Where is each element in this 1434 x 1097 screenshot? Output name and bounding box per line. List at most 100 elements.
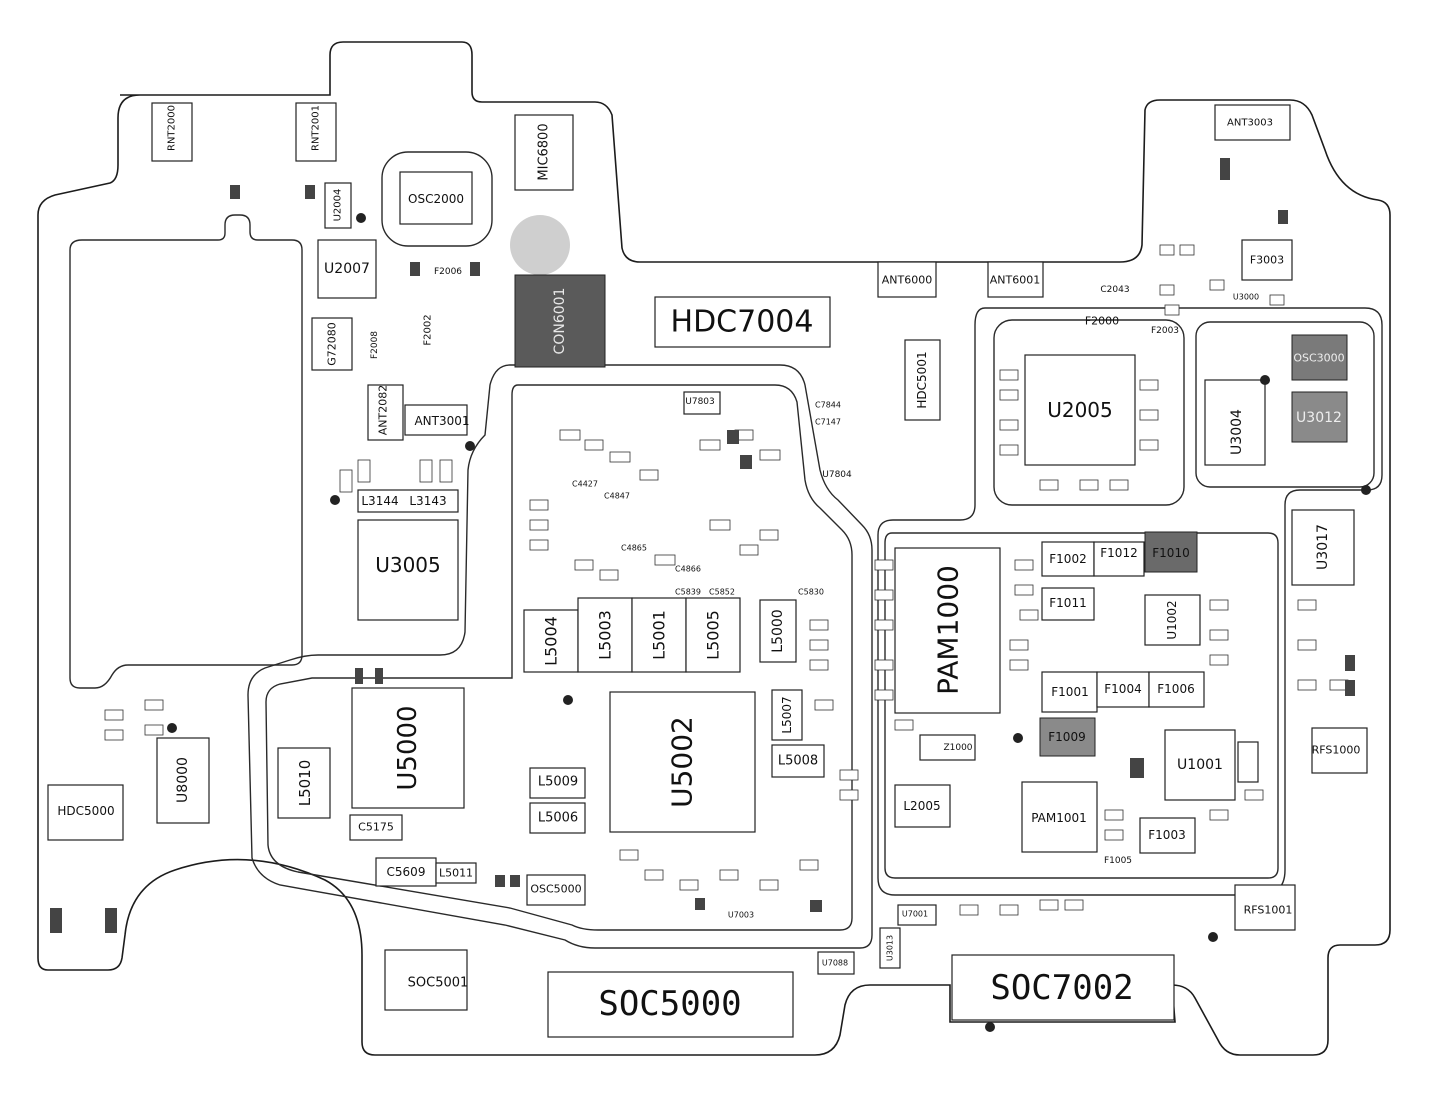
label-u2005: U2005 xyxy=(1047,398,1113,422)
label-l3143: L3143 xyxy=(409,494,446,508)
label-f1005: F1005 xyxy=(1104,856,1132,866)
label-l5001: L5001 xyxy=(650,610,669,660)
label-osc2000: OSC2000 xyxy=(408,192,464,206)
label-ant2082: ANT2082 xyxy=(377,385,390,435)
small-passives xyxy=(104,244,1349,916)
label-c5852: C5852 xyxy=(709,588,735,597)
label-rfs1001: RFS1001 xyxy=(1244,904,1293,917)
label-l5007: L5007 xyxy=(780,696,794,733)
label-u1002: U1002 xyxy=(1165,600,1179,639)
label-f2000: F2000 xyxy=(1085,315,1119,328)
f1010-block xyxy=(1144,531,1198,573)
label-l5005: L5005 xyxy=(704,610,723,660)
label-con6001: CON6001 xyxy=(552,288,568,355)
label-u7804: U7804 xyxy=(822,470,852,480)
label-u3017: U3017 xyxy=(1315,524,1331,570)
label-l5003: L5003 xyxy=(596,610,615,660)
label-f2008: F2008 xyxy=(370,331,380,359)
label-f1004: F1004 xyxy=(1104,682,1141,696)
label-z1000: Z1000 xyxy=(943,743,972,753)
label-rnt2000: RNT2000 xyxy=(167,105,178,151)
shield-u2005 xyxy=(993,319,1185,506)
label-l5008: L5008 xyxy=(778,754,818,769)
con6001-block xyxy=(514,274,606,368)
label-soc5001: SOC5001 xyxy=(408,976,469,991)
label-c4427: C4427 xyxy=(572,480,598,489)
label-c4866: C4866 xyxy=(675,565,701,574)
label-f1001: F1001 xyxy=(1051,685,1088,699)
label-c7147: C7147 xyxy=(815,418,841,427)
label-osc3000: OSC3000 xyxy=(1293,352,1344,365)
label-f1002: F1002 xyxy=(1049,552,1086,566)
u3012-block xyxy=(1291,391,1348,443)
label-soc5000: SOC5000 xyxy=(598,984,741,1024)
f1009-block xyxy=(1039,717,1096,757)
label-u2004: U2004 xyxy=(333,189,344,222)
component-outlines xyxy=(47,102,1368,1038)
label-u7088: U7088 xyxy=(822,959,848,968)
label-ant6001: ANT6001 xyxy=(990,274,1040,287)
label-u3000: U3000 xyxy=(1233,293,1259,302)
label-f1011: F1011 xyxy=(1049,596,1086,610)
shield-left xyxy=(69,214,303,689)
label-f3003: F3003 xyxy=(1250,254,1284,267)
label-ant3003: ANT3003 xyxy=(1227,118,1273,129)
label-u3004: U3004 xyxy=(1229,409,1245,455)
label-f1010: F1010 xyxy=(1152,546,1189,560)
shield-lower-right xyxy=(884,532,1279,879)
label-soc7002: SOC7002 xyxy=(990,968,1133,1008)
label-u7003: U7003 xyxy=(728,911,754,920)
label-u3005: U3005 xyxy=(375,553,441,577)
label-l5004: L5004 xyxy=(542,616,561,666)
label-rnt2001: RNT2001 xyxy=(311,105,322,151)
shield-inner xyxy=(265,384,853,931)
label-c7844: C7844 xyxy=(815,401,841,410)
label-pam1000: PAM1000 xyxy=(932,565,965,695)
label-c4847: C4847 xyxy=(604,492,630,501)
label-u2007: U2007 xyxy=(324,261,370,277)
label-l3144: L3144 xyxy=(361,494,398,508)
label-c5609: C5609 xyxy=(387,865,426,879)
label-l5009: L5009 xyxy=(538,775,578,790)
fiducial-mark xyxy=(510,215,570,275)
label-pam1001: PAM1001 xyxy=(1031,811,1087,825)
label-c5830: C5830 xyxy=(798,588,824,597)
label-l5006: L5006 xyxy=(538,811,578,826)
osc3000-block xyxy=(1291,334,1348,381)
label-u5000: U5000 xyxy=(393,705,423,790)
label-c4865: C4865 xyxy=(621,544,647,553)
label-u3013: U3013 xyxy=(886,935,895,961)
label-f1003: F1003 xyxy=(1148,828,1185,842)
label-c5175: C5175 xyxy=(358,821,394,834)
label-c2043: C2043 xyxy=(1100,285,1129,295)
dark-pads xyxy=(50,158,1355,933)
label-l5010: L5010 xyxy=(296,760,314,807)
label-ant6000: ANT6000 xyxy=(882,274,932,287)
label-f2002: F2002 xyxy=(423,314,434,345)
label-l5011: L5011 xyxy=(439,867,473,880)
label-mic6800: MIC6800 xyxy=(537,123,552,180)
label-u1001: U1001 xyxy=(1177,757,1223,773)
label-f2003: F2003 xyxy=(1151,326,1179,336)
label-l2005: L2005 xyxy=(903,799,940,813)
vias xyxy=(167,213,1371,1032)
shield-u3004 xyxy=(1195,321,1375,488)
label-ant3001: ANT3001 xyxy=(414,414,469,428)
label-l5000: L5000 xyxy=(770,609,786,652)
label-rfs1000: RFS1000 xyxy=(1312,744,1361,757)
shield-center xyxy=(247,364,873,949)
label-hdc5001: HDC5001 xyxy=(915,351,929,408)
label-u7001: U7001 xyxy=(902,910,928,919)
component-labels: RNT2000 RNT2001 MIC6800 OSC2000 U2004 U2… xyxy=(57,105,1360,1024)
label-c5839: C5839 xyxy=(675,588,701,597)
label-u8000: U8000 xyxy=(175,757,191,803)
label-hdc7004: HDC7004 xyxy=(671,305,814,340)
label-f1009: F1009 xyxy=(1048,730,1085,744)
label-u5002: U5002 xyxy=(666,716,699,808)
label-f2006: F2006 xyxy=(434,267,462,277)
shield-osc xyxy=(381,151,493,247)
label-g72080: G72080 xyxy=(326,322,339,366)
label-u7803: U7803 xyxy=(685,397,715,407)
label-f1006: F1006 xyxy=(1157,682,1194,696)
